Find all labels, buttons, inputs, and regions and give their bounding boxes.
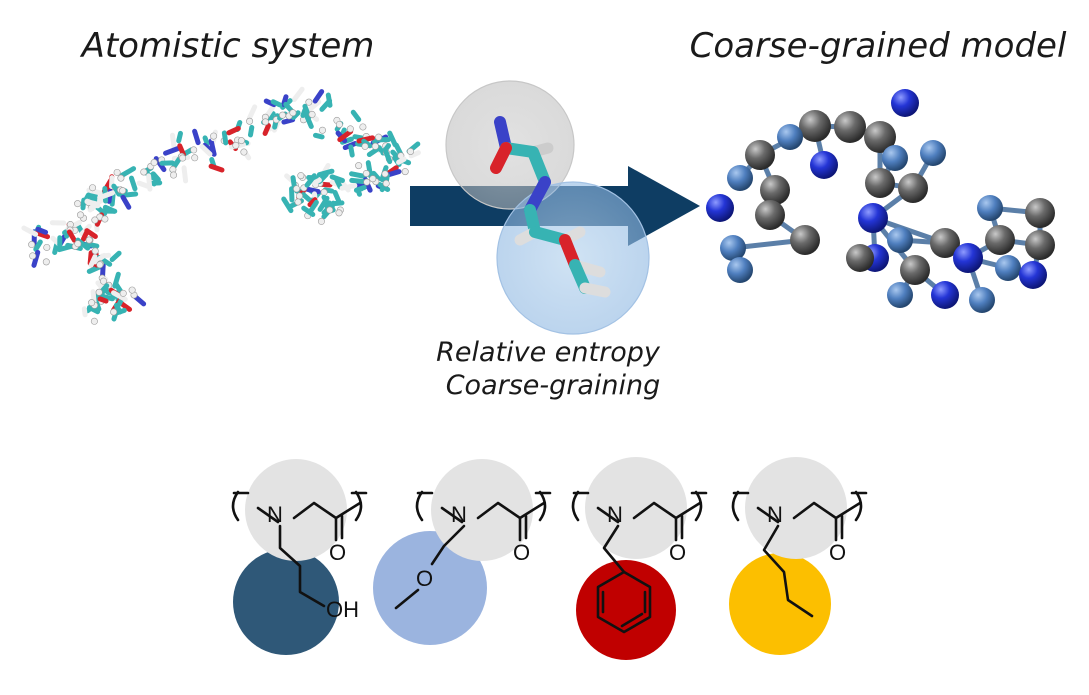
backbone-circle	[431, 459, 533, 561]
backbone-circle	[245, 459, 347, 561]
coarse-graining-label: Coarse-graining	[446, 370, 661, 401]
cg-bead-model-icon	[706, 89, 1055, 313]
coarse-grained-model-title: Coarse-grained model	[690, 26, 1067, 66]
monomer-hydroxypropyl: N O OH	[231, 459, 368, 655]
nitrogen-atom-label: N	[607, 502, 623, 527]
sidechain-circle	[373, 531, 487, 645]
backbone-circle	[585, 457, 687, 559]
nitrogen-atom-label: N	[767, 502, 783, 527]
oxygen-atom-label: O	[669, 540, 686, 565]
oxygen-atom-label: O	[829, 540, 846, 565]
cg-mapping-illustration	[445, 80, 650, 335]
relative-entropy-label: Relative entropy	[436, 337, 661, 368]
backbone-circle	[745, 457, 847, 559]
oxygen-atom-label: O	[513, 540, 530, 565]
hydroxyl-label: OH	[326, 597, 359, 622]
ether-oxygen-label: O	[416, 566, 433, 591]
sidechain-circle	[729, 553, 831, 655]
monomer-phenylethyl: N O	[571, 457, 708, 660]
atomistic-molecule-icon	[21, 86, 421, 325]
nitrogen-atom-label: N	[451, 502, 467, 527]
monomer-methoxyethyl: N O O	[373, 459, 552, 645]
atomistic-system-title: Atomistic system	[80, 26, 375, 66]
nitrogen-atom-label: N	[267, 502, 283, 527]
sidechain-circle	[233, 549, 339, 655]
monomer-butyl: N O	[729, 457, 868, 655]
sidechain-circle	[576, 560, 676, 660]
oxygen-atom-label: O	[329, 540, 346, 565]
